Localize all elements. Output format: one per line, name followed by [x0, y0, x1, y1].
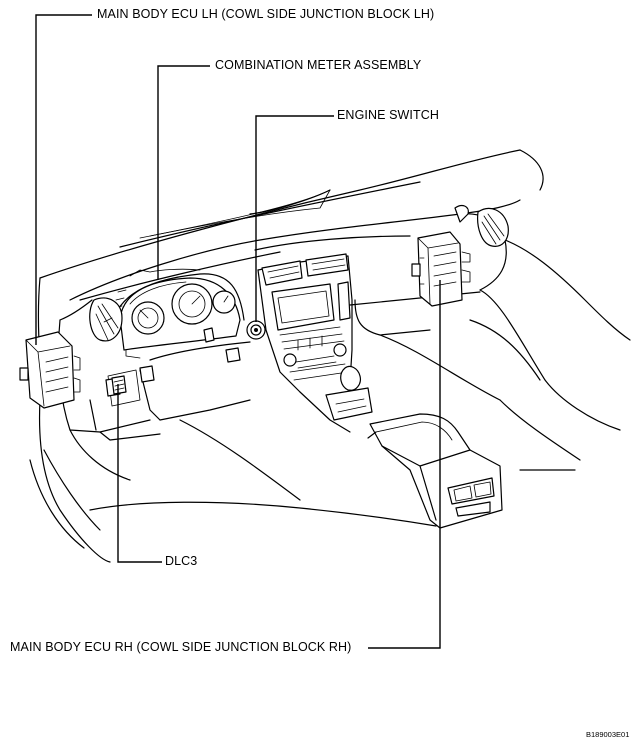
leader-combination-meter [157, 65, 210, 280]
callout-engine-switch: ENGINE SWITCH [337, 108, 439, 122]
dashboard-top [69, 149, 544, 301]
main-body-ecu-lh [19, 331, 81, 409]
callout-combination-meter: COMBINATION METER ASSEMBLY [215, 58, 422, 72]
main-body-ecu-rh [411, 231, 471, 307]
leader-ecu-rh [368, 280, 441, 649]
callout-main-body-ecu-rh: MAIN BODY ECU RH (COWL SIDE JUNCTION BLO… [10, 640, 352, 654]
right-air-vent [454, 204, 509, 247]
leader-engine-switch [255, 115, 334, 322]
figure-code: B189003E01 [586, 730, 630, 739]
left-air-vent [89, 297, 123, 342]
callout-dlc3: DLC3 [165, 554, 198, 568]
callout-main-body-ecu-lh: MAIN BODY ECU LH (COWL SIDE JUNCTION BLO… [97, 7, 435, 21]
combination-meter [109, 268, 245, 359]
dlc3-connector [111, 375, 127, 395]
centre-stack [257, 253, 353, 393]
leader-dlc3 [117, 384, 162, 563]
gear-shifter [299, 365, 373, 433]
centre-console [367, 413, 503, 529]
engine-switch [246, 320, 266, 340]
leader-lines [35, 14, 441, 649]
driver-side-panel [29, 277, 437, 563]
leader-ecu-lh [35, 14, 92, 345]
